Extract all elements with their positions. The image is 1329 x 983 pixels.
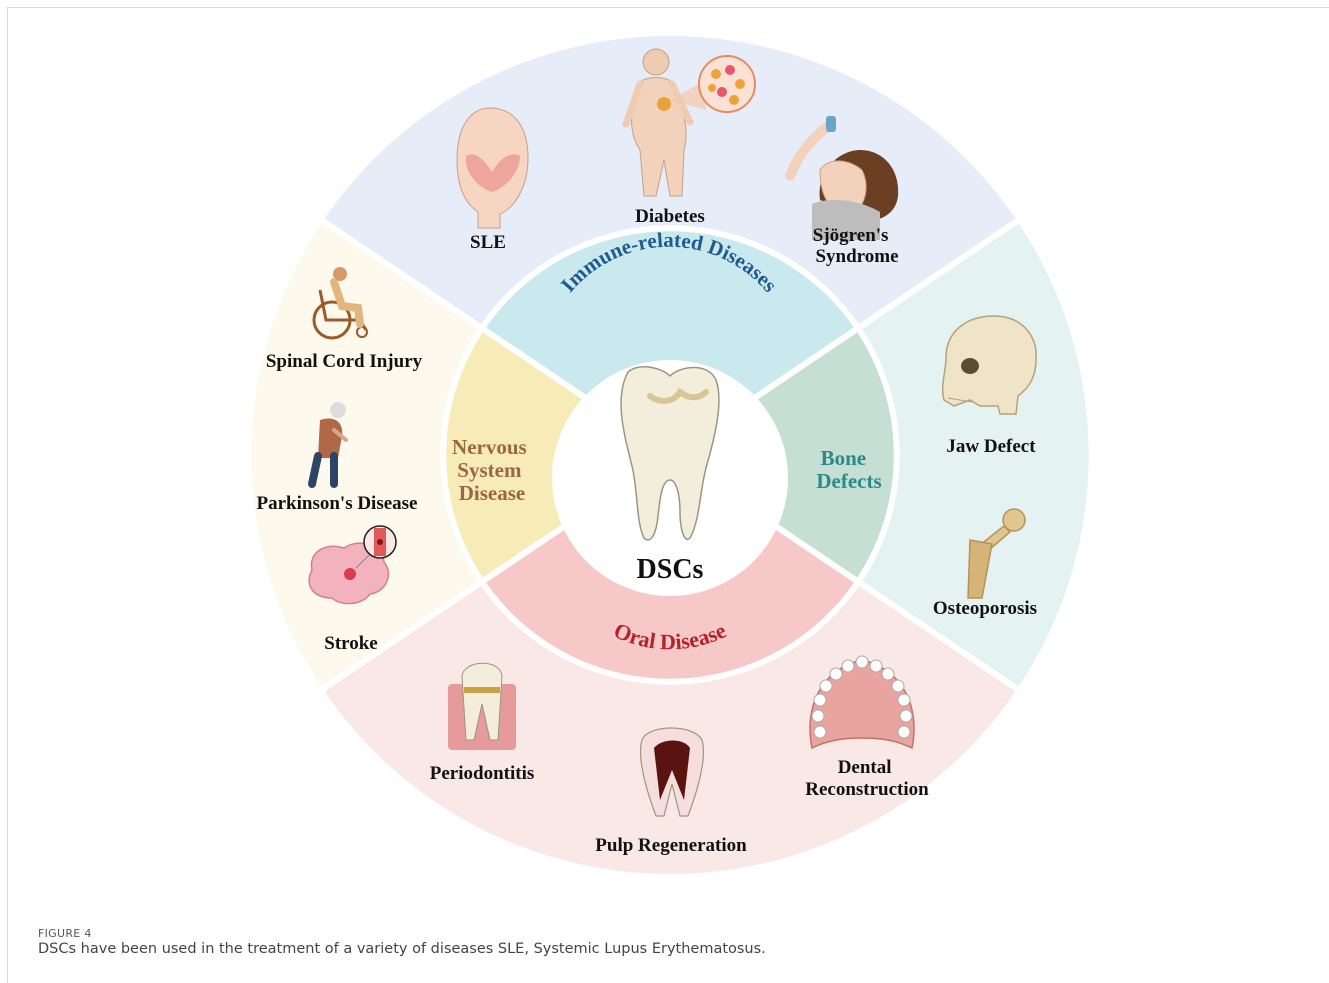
- jaw-label: Jaw Defect: [946, 436, 1036, 457]
- spinal-label: Spinal Cord Injury: [266, 351, 423, 372]
- center-label: DSCs: [637, 554, 704, 585]
- parkinson-label: Parkinson's Disease: [257, 493, 418, 514]
- pulp-label: Pulp Regeneration: [595, 835, 747, 856]
- figure-caption: DSCs have been used in the treatment of …: [38, 941, 766, 957]
- category-nervous-label: Nervous System Disease: [452, 435, 532, 505]
- diabetes-label: Diabetes: [635, 206, 705, 227]
- stroke-label: Stroke: [324, 633, 377, 654]
- figure-number: FIGURE 4: [38, 927, 92, 940]
- periodontitis-label: Periodontitis: [430, 763, 535, 784]
- osteoporosis-label: Osteoporosis: [933, 598, 1037, 619]
- sjogren-label: Sjögren's Syndrome: [813, 225, 899, 267]
- sle-label: SLE: [470, 232, 506, 253]
